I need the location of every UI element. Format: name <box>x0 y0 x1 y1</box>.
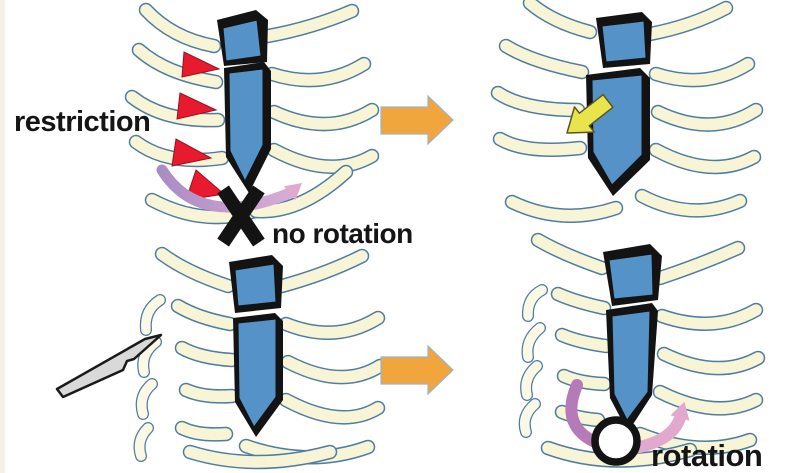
rib-fill <box>654 386 762 415</box>
rib-fill <box>282 356 386 383</box>
rib-fill <box>556 329 612 352</box>
manubrium-face <box>222 19 262 62</box>
rib-fill <box>644 2 732 40</box>
red-arrowhead-icon <box>171 138 213 167</box>
arc-stroke <box>156 164 296 213</box>
sternum <box>217 10 271 193</box>
rib-fill <box>524 0 596 38</box>
rib-fill <box>654 242 744 284</box>
rib-fill <box>268 144 378 173</box>
rib-fill <box>141 295 165 335</box>
sternum <box>229 255 283 437</box>
rib-fill <box>134 423 153 461</box>
rib-fill <box>172 300 236 330</box>
rib-fill <box>656 304 762 330</box>
panel-rotation-chest: rotation <box>518 232 766 473</box>
rib-fill <box>521 361 542 400</box>
rib-fill <box>184 446 336 468</box>
rib-fill <box>126 91 224 126</box>
label-no-rotation: no rotation <box>272 218 413 249</box>
rib-fill <box>250 166 352 217</box>
rib-fill <box>266 58 370 86</box>
rib-fill <box>658 348 764 374</box>
rotation-circle-icon <box>591 416 641 466</box>
red-arrowhead-icon <box>185 169 226 201</box>
rib-fill <box>268 104 378 130</box>
rib-fill <box>138 337 161 377</box>
arc-arrowhead <box>670 401 690 421</box>
rib-fill <box>280 394 384 424</box>
panel-rib-cut-chest <box>55 246 388 470</box>
restriction-arrowheads <box>171 51 226 201</box>
rib-fill <box>262 5 358 42</box>
rib-fill <box>280 312 384 339</box>
manubrium-face <box>608 253 654 300</box>
rib-fill <box>552 288 610 314</box>
rib-fill <box>492 87 584 116</box>
rib-fill <box>523 285 547 321</box>
scalpel-icon <box>55 333 163 399</box>
manubrium-face <box>601 20 647 63</box>
rib-fill <box>136 379 157 419</box>
sternum-body-face <box>237 318 277 428</box>
rib-fill <box>500 40 588 78</box>
rib-fill <box>522 323 545 362</box>
osteotomy-arrow-icon <box>566 93 614 134</box>
x-bar <box>217 185 265 247</box>
panel-restricted-chest: restriction no rotation <box>14 2 413 249</box>
sternum-body-face <box>228 68 264 183</box>
rib-fill <box>650 144 760 173</box>
transition-arrow-icon <box>380 344 454 396</box>
rib-fill <box>506 196 622 222</box>
rib-fill <box>140 4 220 52</box>
label-rotation: rotation <box>651 438 762 473</box>
rib-fill <box>519 399 540 437</box>
rib-fill <box>133 44 222 88</box>
rib-fill <box>176 422 232 441</box>
rib-fill <box>176 342 238 366</box>
rib-fill <box>652 104 762 131</box>
manubrium-face <box>234 263 277 307</box>
rib-fill <box>156 248 234 292</box>
rib-fill <box>276 250 368 292</box>
arc-arrowhead <box>283 183 302 200</box>
rib-fill <box>532 234 608 274</box>
sternum-body-face <box>611 310 651 421</box>
no-rotation-x-icon <box>217 185 265 247</box>
label-restriction: restriction <box>14 106 150 138</box>
red-arrowhead-icon <box>176 92 218 120</box>
sternum-osteotomized <box>603 244 662 432</box>
rib-fill <box>494 133 586 156</box>
rib-fill <box>650 58 754 86</box>
no-rotation-arc-arrow-icon <box>156 164 302 213</box>
red-arrowhead-icon <box>181 51 221 78</box>
page-edge <box>0 0 5 473</box>
rib-fill <box>558 370 610 390</box>
rib-fill <box>636 190 746 217</box>
rib-fill <box>180 384 238 403</box>
panel-osteotomy-chest <box>490 0 764 223</box>
transition-arrow-icon <box>380 94 454 146</box>
